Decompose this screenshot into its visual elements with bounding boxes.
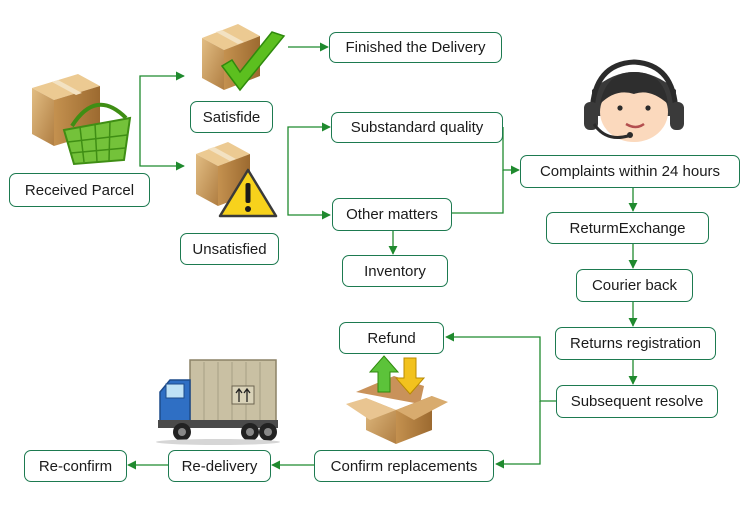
node-substandard-quality: Substandard quality: [331, 112, 503, 143]
node-confirm-replacements: Confirm replacements: [314, 450, 494, 482]
node-inventory: Inventory: [342, 255, 448, 287]
arrow-parcel-to-satisfide: [139, 71, 185, 130]
line-other-to-complaints: [452, 170, 504, 214]
arrow-substandard-to-complaints: [502, 127, 520, 175]
arrow-parcel-to-unsatisfied: [139, 130, 185, 171]
support-agent-icon: [584, 59, 684, 142]
box-warning-icon: [196, 142, 278, 218]
parcel-basket-icon: [32, 74, 132, 166]
node-satisfide: Satisfide: [190, 101, 273, 133]
node-subsequent-resolve: Subsequent resolve: [556, 385, 718, 418]
arrow-resolve-to-confirm: [495, 401, 541, 469]
node-other-matters: Other matters: [332, 198, 452, 231]
node-complaints-24h: Complaints within 24 hours: [520, 155, 740, 188]
node-return-exchange: ReturmExchange: [546, 212, 709, 244]
arrow-unsatisfied-to-substandard: [287, 122, 331, 175]
node-re-confirm: Re-confirm: [24, 450, 127, 482]
node-received-parcel: Received Parcel: [9, 173, 150, 207]
box-check-icon: [202, 24, 286, 92]
truck-icon: [156, 359, 280, 445]
node-finished-delivery: Finished the Delivery: [329, 32, 502, 63]
arrow-unsatisfied-to-other: [287, 175, 331, 220]
arrow-resolve-to-refund: [445, 332, 556, 402]
box-arrows-icon: [346, 355, 448, 444]
node-unsatisfied: Unsatisfied: [180, 233, 279, 265]
node-refund: Refund: [339, 322, 444, 354]
node-returns-registration: Returns registration: [555, 327, 716, 360]
node-re-delivery: Re-delivery: [168, 450, 271, 482]
node-courier-back: Courier back: [576, 269, 693, 302]
connectors: [127, 42, 638, 470]
